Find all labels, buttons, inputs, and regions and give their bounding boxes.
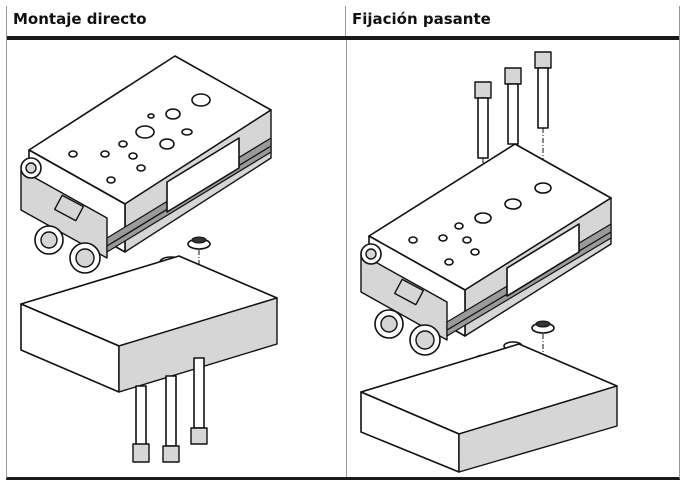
screw-shaft [193,357,205,429]
hole [118,140,128,148]
screws-below [132,357,208,463]
header-rule [7,36,679,40]
screw-head [504,67,522,85]
end-cap-top-inner [25,162,37,174]
hole [181,128,193,136]
hole [444,258,454,266]
port-block [53,194,85,222]
screws-above [474,51,552,159]
base-plate [360,343,618,473]
hole [534,182,552,194]
header-row: Montaje directo Fijación pasante [7,6,679,36]
screw-head [162,445,180,463]
hole [454,222,464,230]
hole [106,176,116,184]
mounting-holes [68,93,211,184]
hole [474,212,492,224]
through-mounting-illustration [347,40,679,477]
slide-slot [166,137,240,213]
end-cap-bottom-inner [40,231,58,249]
base-plate [20,255,278,393]
nut-top [191,236,207,244]
hole [504,198,522,210]
mounting-holes [408,182,552,266]
port-block [393,278,425,306]
plate-side [458,385,618,473]
cylinder-end-inner [75,248,95,268]
hole [438,234,448,242]
end-cap-top-inner [365,248,377,260]
cylinder-end-inner [415,330,435,350]
through-mounting-drawing [360,51,618,473]
hole [128,152,138,160]
column-title-direct-mounting: Montaje directo [7,6,346,36]
direct-mounting-illustration [7,40,346,477]
hole [191,93,211,107]
screw-shaft [135,385,147,451]
hole [136,164,146,172]
hole [68,150,78,158]
column-divider [346,40,347,477]
hole [165,108,181,120]
nut-top [535,320,551,328]
slide-unit [360,143,612,356]
screw-shaft [165,375,177,447]
screw-head [534,51,552,69]
hole [135,125,155,139]
mounting-table: Montaje directo Fijación pasante [6,6,680,480]
plate-side [118,297,278,393]
hole [100,150,110,158]
screw-head [132,443,150,463]
screw-shaft [537,67,549,129]
screw-shaft [477,97,489,159]
column-title-through-mounting: Fijación pasante [352,10,491,28]
hole [408,236,418,244]
screw-shaft [507,83,519,145]
screw-head [190,427,208,445]
hole [470,248,480,256]
hole [462,236,472,244]
hole [159,138,175,150]
direct-mounting-drawing [20,55,278,463]
slide-slot [506,223,580,297]
slide-unit [20,55,272,274]
end-cap-bottom-inner [380,315,398,333]
hole [147,113,155,119]
screw-head [474,81,492,99]
